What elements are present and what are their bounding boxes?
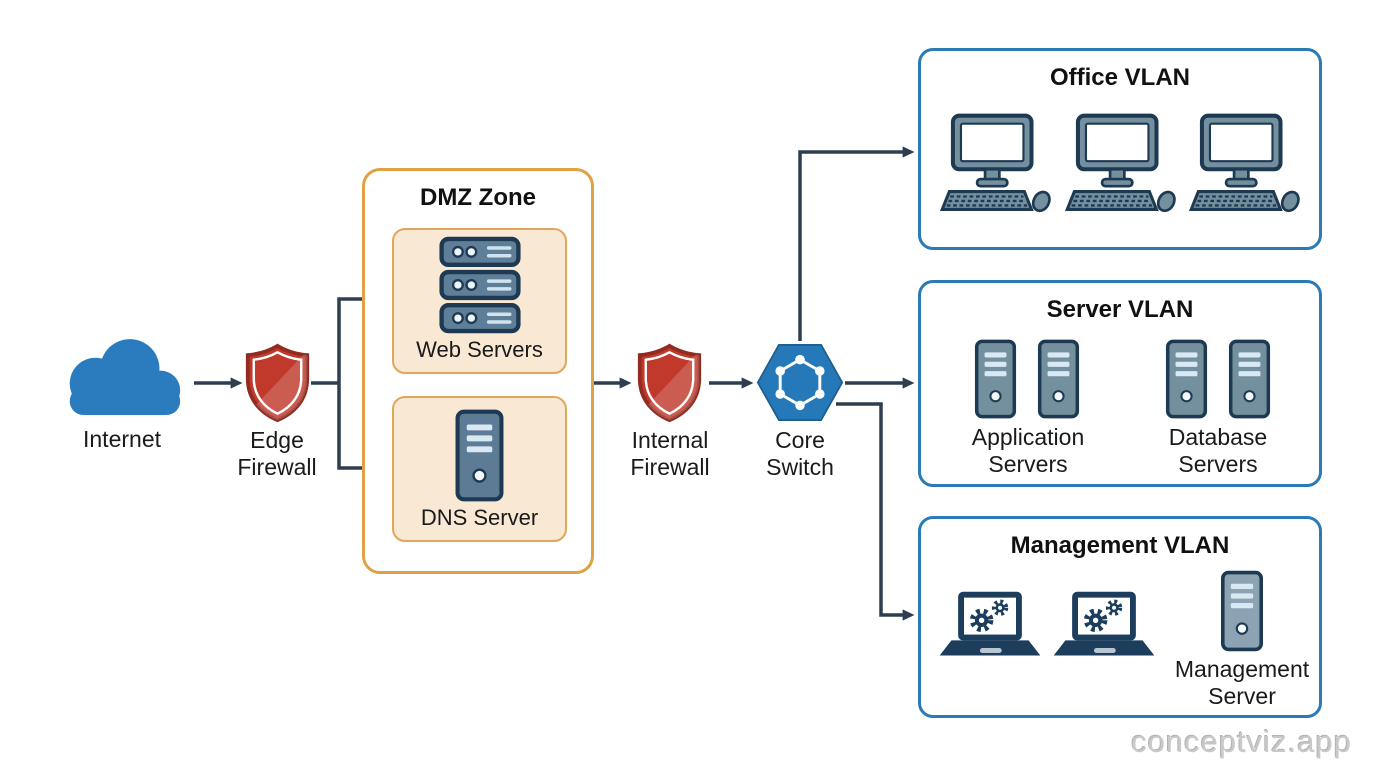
application-servers-label: Application Servers [938, 424, 1118, 478]
database-server-tower-icon [1163, 338, 1210, 420]
management-vlan-title: Management VLAN [1010, 532, 1230, 559]
application-servers-label-line2: Servers [988, 451, 1068, 477]
web-servers-label: Web Servers [416, 337, 543, 362]
server-vlan-title: Server VLAN [1046, 296, 1194, 323]
edge-firewall-label-line1: Edge [250, 427, 304, 453]
internal-firewall-label-line1: Internal [631, 427, 709, 453]
core-switch-hexagon-icon [756, 340, 844, 425]
web-servers-box: Web Servers [392, 228, 567, 374]
edge-firewall-shield-icon [244, 343, 311, 423]
core-switch-label: Core Switch [740, 427, 860, 481]
watermark: conceptviz.app [1131, 724, 1352, 759]
application-servers-label-line1: Application [971, 424, 1085, 450]
web-servers-rack-icon [432, 235, 528, 335]
database-servers-label: Database Servers [1128, 424, 1308, 478]
management-laptop-icon [1052, 589, 1156, 665]
edge-firewall-label-line2: Firewall [237, 454, 317, 480]
database-servers-label-line1: Database [1168, 424, 1268, 450]
internal-firewall-label-line2: Firewall [630, 454, 710, 480]
application-server-tower-icon [1035, 338, 1082, 420]
dmz-zone-title: DMZ Zone [420, 184, 536, 211]
core-switch-label-line2: Switch [766, 454, 834, 480]
edge-firewall-label: Edge Firewall [207, 427, 347, 481]
application-server-tower-icon [972, 338, 1019, 420]
desktop-computer-icon [1184, 113, 1302, 213]
management-vlan-box: Management VLAN Management Server [918, 516, 1322, 718]
dns-server-box: DNS Server [392, 396, 567, 542]
internet-cloud-icon [50, 334, 192, 425]
management-server-label-line1: Management [1174, 656, 1310, 682]
management-server-label: Management Server [1142, 656, 1342, 710]
office-vlan-box: Office VLAN [918, 48, 1322, 250]
management-server-tower-icon [1218, 569, 1266, 653]
office-vlan-title: Office VLAN [1049, 64, 1190, 91]
database-servers-label-line2: Servers [1178, 451, 1258, 477]
connector-core-switch-to-office-vlan [798, 146, 915, 341]
dns-server-tower-icon [452, 408, 507, 503]
dns-server-label: DNS Server [420, 505, 539, 530]
core-switch-label-line1: Core [775, 427, 825, 453]
internal-firewall-label: Internal Firewall [600, 427, 740, 481]
internet-label: Internet [83, 426, 161, 452]
dmz-zone-box: DMZ Zone Web Servers DNS Server [362, 168, 594, 574]
internal-firewall-shield-icon [636, 343, 703, 423]
management-laptop-icon [938, 589, 1042, 665]
desktop-computer-icon [935, 113, 1053, 213]
management-server-label-line2: Server [1208, 683, 1276, 709]
database-server-tower-icon [1226, 338, 1273, 420]
server-vlan-box: Server VLAN Application Servers Database… [918, 280, 1322, 487]
desktop-computer-icon [1060, 113, 1178, 213]
